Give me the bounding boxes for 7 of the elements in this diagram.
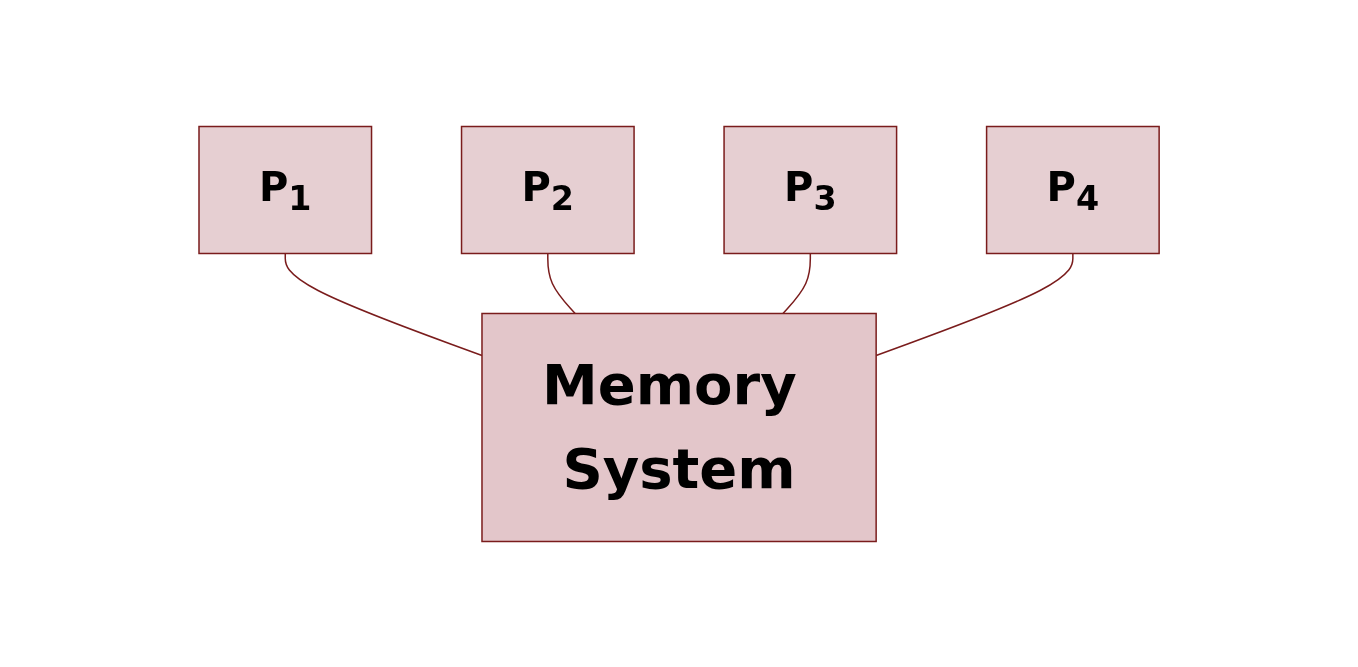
node-box: Memory System	[481, 312, 877, 542]
connector	[547, 252, 576, 314]
node-box: P$_{4}$	[985, 125, 1160, 254]
node-box: P$_{3}$	[723, 125, 898, 254]
connector	[782, 252, 811, 314]
node-box: P$_{2}$	[460, 125, 635, 254]
node-box: P$_{1}$	[198, 125, 373, 254]
